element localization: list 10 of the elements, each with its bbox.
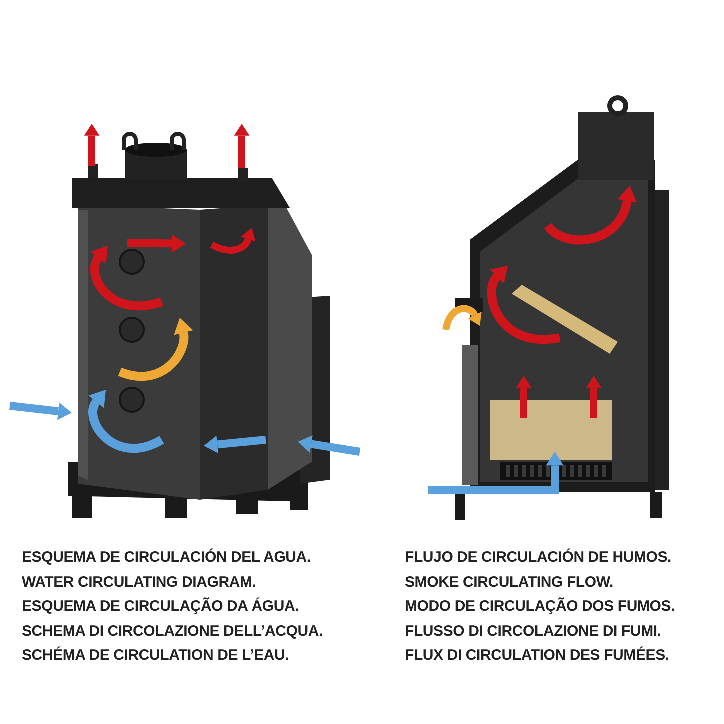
caption-line: ESQUEMA DE CIRCULACIÓN DEL AGUA. [22,548,312,568]
caption-line: FLUJO DE CIRCULACIÓN DE HUMOS. [405,548,673,568]
caption-line: ESQUEMA DE CIRCULAÇÃO DA ÁGUA. [22,596,300,617]
caption-line: SCHEMA DI CIRCOLAZIONE DELL’ACQUA. [22,622,323,642]
caption-line: SCHÉMA DE CIRCULATION DE L’EAU. [22,646,290,666]
caption-line: FLUX DI CIRCULATION DES FUMÉES. [405,646,670,666]
caption-line: SMOKE CIRCULATING FLOW. [405,572,614,592]
caption-line: WATER CIRCULATING DIAGRAM. [22,572,258,592]
caption-line: FLUSSO DI CIRCOLAZIONE DI FUMI. [405,622,662,642]
caption-line: MODO DE CIRCULAÇÃO DOS FUMOS. [405,596,676,617]
